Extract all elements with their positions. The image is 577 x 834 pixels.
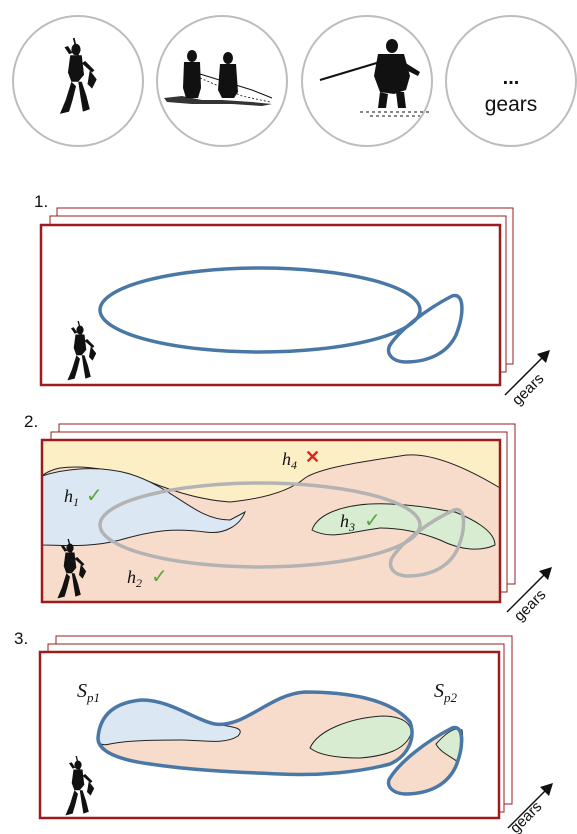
- range-ellipse-grey: [98, 481, 422, 569]
- range-patch: [386, 293, 464, 364]
- habitat-3-region: [311, 503, 496, 550]
- habitat-3-label: h3: [340, 511, 355, 534]
- check-icon: ✓: [364, 510, 381, 532]
- patch-1-outline: [96, 690, 414, 777]
- more-ellipsis: ...: [503, 67, 520, 89]
- more-gears-label: gears: [485, 93, 538, 116]
- step-3-gears-axis: gears: [507, 783, 553, 834]
- check-icon: ✓: [86, 485, 103, 507]
- step-2-number: 2.: [24, 412, 38, 431]
- range-patch-grey: [388, 507, 466, 578]
- step-2-panel: h1 ✓ h2 ✓ h3 ✓ h4 ✕: [40, 423, 516, 604]
- step-3-panel: Sp1 Sp2: [38, 635, 513, 820]
- step-1-number: 1.: [34, 192, 48, 211]
- habitat-1-region: [41, 468, 246, 547]
- gears-axis-label: gears: [507, 798, 546, 834]
- arrow-icon: [539, 567, 552, 580]
- range-ellipse: [98, 266, 422, 354]
- check-icon: ✓: [151, 566, 168, 588]
- step-3-number: 3.: [14, 629, 28, 648]
- patch-1-label: Sp1: [77, 680, 100, 705]
- gears-axis-label: gears: [511, 586, 550, 625]
- gear-circle-net: [156, 15, 288, 147]
- arrow-icon: [537, 350, 550, 363]
- habitat-2-label: h2: [127, 567, 142, 590]
- gear-circle-more: ... gears: [445, 15, 577, 147]
- habitat-1-label: h1: [64, 486, 79, 509]
- patch-2-label: Sp2: [434, 680, 458, 705]
- habitat-4-region: [41, 439, 501, 503]
- habitat-4-label: h4: [282, 449, 297, 472]
- step-1-panel: [39, 207, 514, 387]
- gears-axis-label: gears: [509, 370, 548, 409]
- gear-circle-spear: [12, 15, 144, 147]
- arrow-icon: [540, 783, 553, 796]
- patch-2-outline: [386, 725, 464, 796]
- cross-icon: ✕: [305, 447, 320, 467]
- gear-circle-line: [301, 15, 433, 147]
